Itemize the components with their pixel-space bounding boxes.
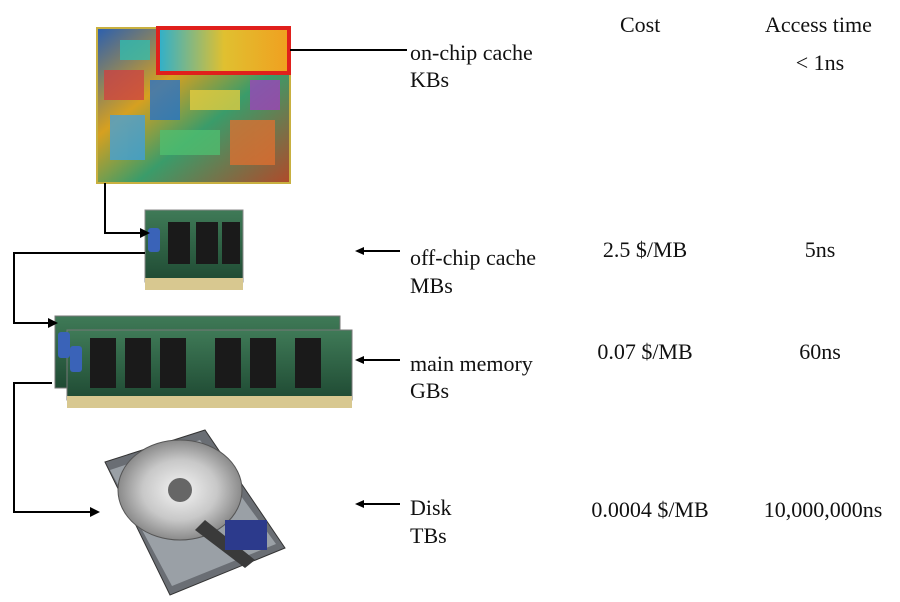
connector-lines — [13, 49, 407, 513]
main-memory-access-time: 60ns — [799, 339, 841, 364]
disk-access-time: 10,000,000ns — [763, 497, 883, 522]
hard-disk-image — [104, 429, 286, 596]
on-chip-cache-access-time: < 1ns — [795, 50, 845, 75]
off-chip-cache-size: MBs — [410, 273, 453, 298]
main-memory-size: GBs — [410, 378, 450, 403]
memory-module-image — [144, 209, 244, 290]
main-memory-cost: 0.07 $/MB — [597, 339, 693, 364]
disk-cost: 0.0004 $/MB — [591, 497, 709, 522]
disk-size: TBs — [410, 523, 447, 548]
on-chip-cache-label: on-chip cache — [410, 40, 533, 65]
on-chip-cache-size: KBs — [410, 67, 450, 92]
cost-header: Cost — [620, 12, 661, 37]
arrowheads — [48, 228, 364, 517]
memory-modules-image — [54, 315, 353, 408]
access-time-header: Access time — [765, 12, 872, 37]
main-memory-label: main memory — [410, 351, 533, 376]
disk-label: Disk — [410, 495, 452, 520]
off-chip-cache-label: off-chip cache — [410, 245, 537, 270]
cpu-die-image — [96, 26, 291, 184]
off-chip-cache-access-time: 5ns — [804, 237, 836, 262]
off-chip-cache-cost: 2.5 $/MB — [602, 237, 688, 262]
